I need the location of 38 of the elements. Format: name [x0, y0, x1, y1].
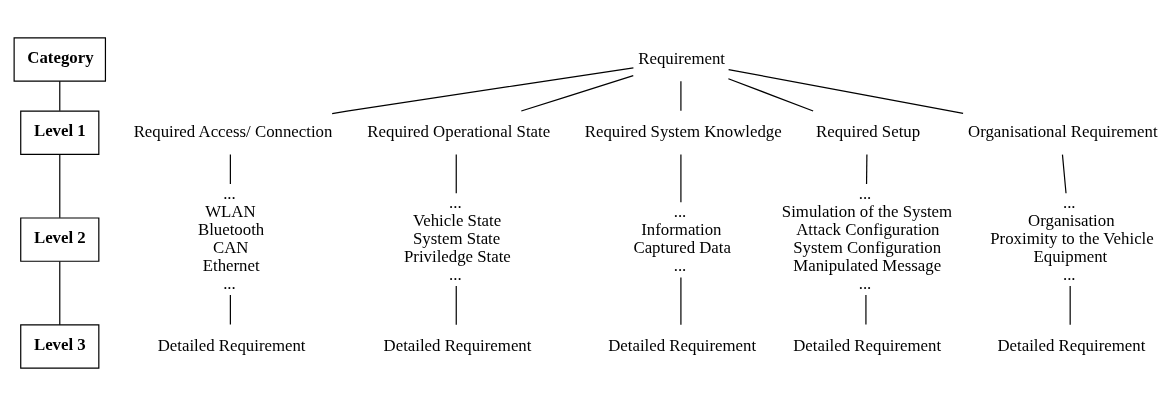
node-text: Requirement [638, 48, 726, 68]
connector [727, 78, 814, 112]
connector [865, 153, 868, 185]
connector [1061, 153, 1067, 194]
node-text: Required Access/ Connection [133, 122, 333, 142]
connector [865, 294, 867, 326]
node-text: ... Information Captured Data ... [633, 202, 731, 276]
node-box: Level 1 [20, 110, 100, 155]
node-text: ... WLAN Bluetooth CAN Ethernet ... [197, 184, 265, 294]
node-text: Detailed Requirement [793, 336, 942, 356]
node-text: Required Setup [816, 122, 921, 142]
node-text: Detailed Requirement [157, 336, 306, 356]
node-text: Organisational Requirement [968, 122, 1158, 142]
connector [680, 80, 682, 112]
node-text: ... Simulation of the System Attack Configuration System Configuration Manipulated Message ... [781, 184, 953, 294]
connector [455, 285, 457, 326]
connector [728, 68, 964, 114]
connector [229, 153, 231, 185]
connector [455, 153, 457, 194]
connector [680, 276, 682, 326]
node-text: Detailed Requirement [997, 336, 1146, 356]
connector [520, 75, 634, 112]
connector [59, 153, 61, 219]
connector [229, 294, 231, 326]
node-text: Required System Knowledge [584, 122, 782, 142]
connector [59, 260, 61, 326]
connector [680, 153, 682, 203]
node-text: Detailed Requirement [383, 336, 532, 356]
connector [331, 67, 634, 115]
connector [59, 80, 61, 112]
node-box: Level 2 [20, 217, 100, 262]
node-box: Category [13, 37, 107, 82]
node-text: Detailed Requirement [608, 336, 757, 356]
node-text: Required Operational State [367, 122, 551, 142]
node-box: Level 3 [20, 324, 100, 369]
connector [1069, 285, 1071, 326]
node-text: ... Organisation Proximity to the Vehicle Equipment ... [990, 193, 1154, 285]
node-text: ... Vehicle State System State Priviledge State ... [403, 193, 511, 285]
